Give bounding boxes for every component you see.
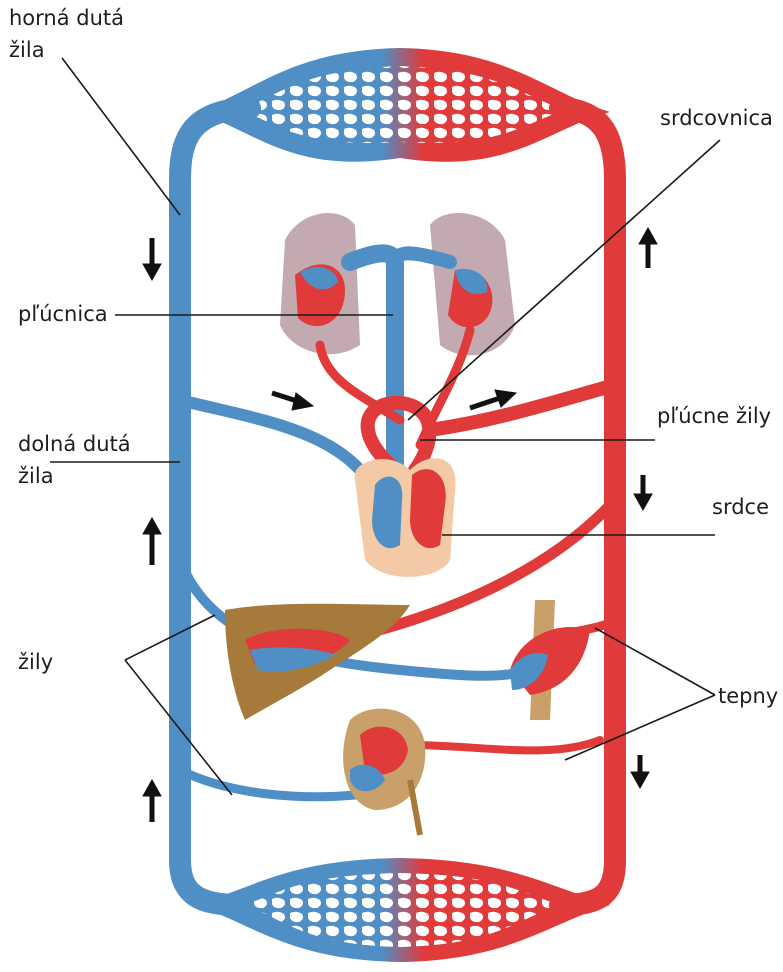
label-pulmonary-artery: pľúcnica bbox=[18, 300, 108, 328]
arrow-up-left-middle-icon bbox=[143, 518, 161, 565]
arrow-up-left-lower-icon bbox=[143, 780, 161, 822]
liver bbox=[225, 604, 410, 720]
label-veins: žily bbox=[18, 648, 53, 676]
pulmonary-artery bbox=[350, 253, 450, 480]
arrow-down-right-lower-icon bbox=[631, 755, 649, 788]
label-heart: srdce bbox=[712, 493, 769, 521]
label-arteries: tepny bbox=[718, 682, 778, 710]
arrow-down-left-upper-icon bbox=[143, 238, 161, 280]
label-aorta: srdcovnica bbox=[660, 104, 773, 132]
heart bbox=[355, 458, 456, 577]
label-superior-vena-cava-line1: horná dutá bbox=[9, 4, 124, 32]
lower-capillary-bed bbox=[195, 858, 610, 962]
arrow-up-right-upper-icon bbox=[639, 228, 657, 268]
label-pulmonary-veins: pľúcne žily bbox=[657, 402, 771, 430]
intestine-capillary bbox=[510, 600, 590, 720]
upper-venous-branch bbox=[180, 400, 375, 490]
kidney bbox=[343, 709, 425, 835]
arrow-down-right-middle-icon bbox=[634, 475, 652, 510]
arrow-right-upper-body-icon bbox=[272, 393, 313, 410]
label-inferior-vena-cava-line2: žila bbox=[18, 462, 54, 490]
label-superior-vena-cava-line2: žila bbox=[9, 36, 45, 64]
label-inferior-vena-cava-line1: dolná dutá bbox=[18, 430, 131, 458]
arrow-right-pulmonary-icon bbox=[470, 390, 516, 408]
